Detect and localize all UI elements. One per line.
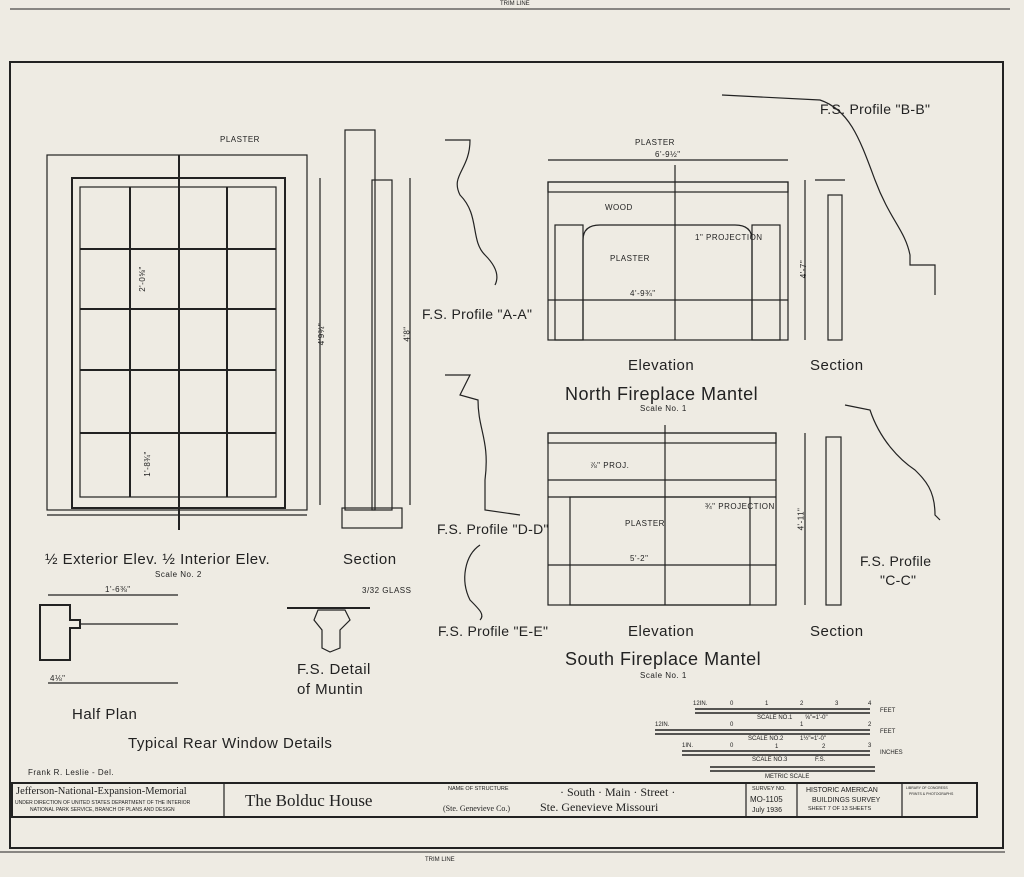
- north-plaster-top: PLASTER: [635, 138, 675, 147]
- dim-half-plan-side: 4⅛": [50, 674, 66, 683]
- dim-half-plan: 1'-6⅜": [105, 585, 131, 594]
- south-section-label: Section: [810, 623, 864, 640]
- scale-name: SCALE NO.1: [757, 715, 793, 721]
- scale-ratio: 1½"=1'-0": [800, 736, 826, 742]
- trim-line-bottom: TRIM LINE: [425, 857, 455, 863]
- north-section-label: Section: [810, 357, 864, 374]
- direction-line-2: NATIONAL PARK SERVICE, BRANCH OF PLANS A…: [30, 807, 175, 813]
- north-width-dim: 6'-9½": [655, 150, 681, 159]
- scale-tick: 1: [800, 722, 804, 728]
- scale-tick: 3: [835, 701, 839, 707]
- survey-no: MO-1105: [750, 795, 783, 804]
- north-wood-note: WOOD: [605, 203, 633, 212]
- north-projection-note: 1" PROJECTION: [695, 233, 763, 242]
- county-name: (Ste. Genevieve Co.): [443, 804, 511, 813]
- north-opening-dim: 4'-9¾": [630, 289, 656, 298]
- name-of-structure-label: NAME OF STRUCTURE: [448, 786, 509, 792]
- direction-line-1: UNDER DIRECTION OF UNITED STATES DEPARTM…: [15, 800, 191, 806]
- window-section-title: Section: [343, 551, 397, 568]
- scale-tick: 4: [868, 701, 872, 707]
- delineator: Frank R. Leslie - Del.: [28, 768, 115, 777]
- scale-unit: FEET: [880, 729, 896, 735]
- south-plaster-note: PLASTER: [625, 519, 665, 528]
- south-mantel-scale: Scale No. 1: [640, 671, 687, 680]
- memorial-name: Jefferson-National-Expansion-Memorial: [16, 786, 187, 797]
- muntin-title-2: of Muntin: [297, 681, 364, 698]
- north-elevation-label: Elevation: [628, 357, 695, 374]
- library-stamp-2: PRINTS & PHOTOGRAPHS: [909, 792, 954, 796]
- profile-cc-label-2: "C-C": [880, 572, 917, 588]
- south-projection-note: ¾" PROJECTION: [705, 502, 775, 511]
- scale-tick: 0: [730, 722, 734, 728]
- scale-tick: 2: [822, 744, 826, 750]
- scale-tick: 3: [868, 743, 872, 749]
- north-mantel-title: North Fireplace Mantel: [565, 384, 759, 404]
- muntin-title-1: F.S. Detail: [297, 661, 371, 678]
- house-name: The Bolduc House: [245, 791, 373, 810]
- habs-line-1: HISTORIC AMERICAN: [806, 787, 878, 794]
- south-mantel-title: South Fireplace Mantel: [565, 649, 762, 669]
- north-height-dim: 4'-7": [799, 259, 809, 279]
- scale-tick: 1: [765, 701, 769, 707]
- south-elevation-label: Elevation: [628, 623, 695, 640]
- profile-aa-label: F.S. Profile "A-A": [422, 306, 533, 322]
- profile-dd-label: F.S. Profile "D-D": [437, 521, 549, 537]
- scale-tick: 0: [730, 743, 734, 749]
- window-group-title: Typical Rear Window Details: [128, 735, 333, 752]
- scale-unit: INCHES: [880, 750, 903, 756]
- survey-date: July 1936: [752, 807, 782, 814]
- south-proj-note: ⅞" PROJ.: [590, 461, 630, 470]
- north-plaster-note: PLASTER: [610, 254, 650, 263]
- scale-label: 1IN.: [682, 743, 694, 749]
- survey-no-label: SURVEY NO.: [752, 786, 786, 792]
- street-name: · South · Main · Street ·: [560, 785, 676, 799]
- dim-window-height: 4'9¾": [317, 322, 327, 346]
- scale-tick: 1: [775, 744, 779, 750]
- window-elevation-scale: Scale No. 2: [155, 570, 202, 579]
- scale-tick: 0: [730, 701, 734, 707]
- metric-scale-label: METRIC SCALE: [765, 774, 810, 780]
- library-stamp-1: LIBRARY OF CONGRESS: [906, 786, 948, 790]
- south-height-dim: 4'-11": [796, 507, 806, 531]
- scale-name: SCALE NO.3: [752, 757, 788, 763]
- scale-name: SCALE NO.2: [748, 736, 784, 742]
- scale-unit: FEET: [880, 708, 896, 714]
- scale-tick: 2: [868, 722, 872, 728]
- habs-line-2: BUILDINGS SURVEY: [812, 797, 881, 804]
- north-mantel-scale: Scale No. 1: [640, 404, 687, 413]
- scale-tick: 2: [800, 701, 804, 707]
- dim-sash-upper: 2'-0⅝": [137, 266, 147, 292]
- dim-frame-height: 4'8": [402, 326, 412, 342]
- scale-label: 12IN.: [693, 701, 708, 707]
- half-plan-title: Half Plan: [72, 706, 138, 723]
- scale-ratio: F.S.: [815, 757, 826, 763]
- sheet-number: SHEET 7 OF 13 SHEETS: [808, 806, 872, 812]
- south-opening-dim: 5'-2": [630, 554, 649, 563]
- trim-line-top: TRIM LINE: [500, 1, 530, 7]
- profile-cc-label-1: F.S. Profile: [860, 553, 932, 569]
- window-plaster-note: PLASTER: [220, 135, 260, 144]
- glass-note: 3/32 GLASS: [362, 586, 412, 595]
- scale-ratio: ⅝"=1'-0": [805, 715, 828, 721]
- profile-ee-label: F.S. Profile "E-E": [438, 623, 549, 639]
- profile-bb-label: F.S. Profile "B-B": [820, 101, 931, 117]
- city-name: Ste. Genevieve Missouri: [540, 800, 659, 814]
- window-elevation-title: ½ Exterior Elev. ½ Interior Elev.: [45, 551, 271, 568]
- scale-label: 12IN.: [655, 722, 670, 728]
- dim-sash-lower: 1'-8¾": [142, 451, 152, 477]
